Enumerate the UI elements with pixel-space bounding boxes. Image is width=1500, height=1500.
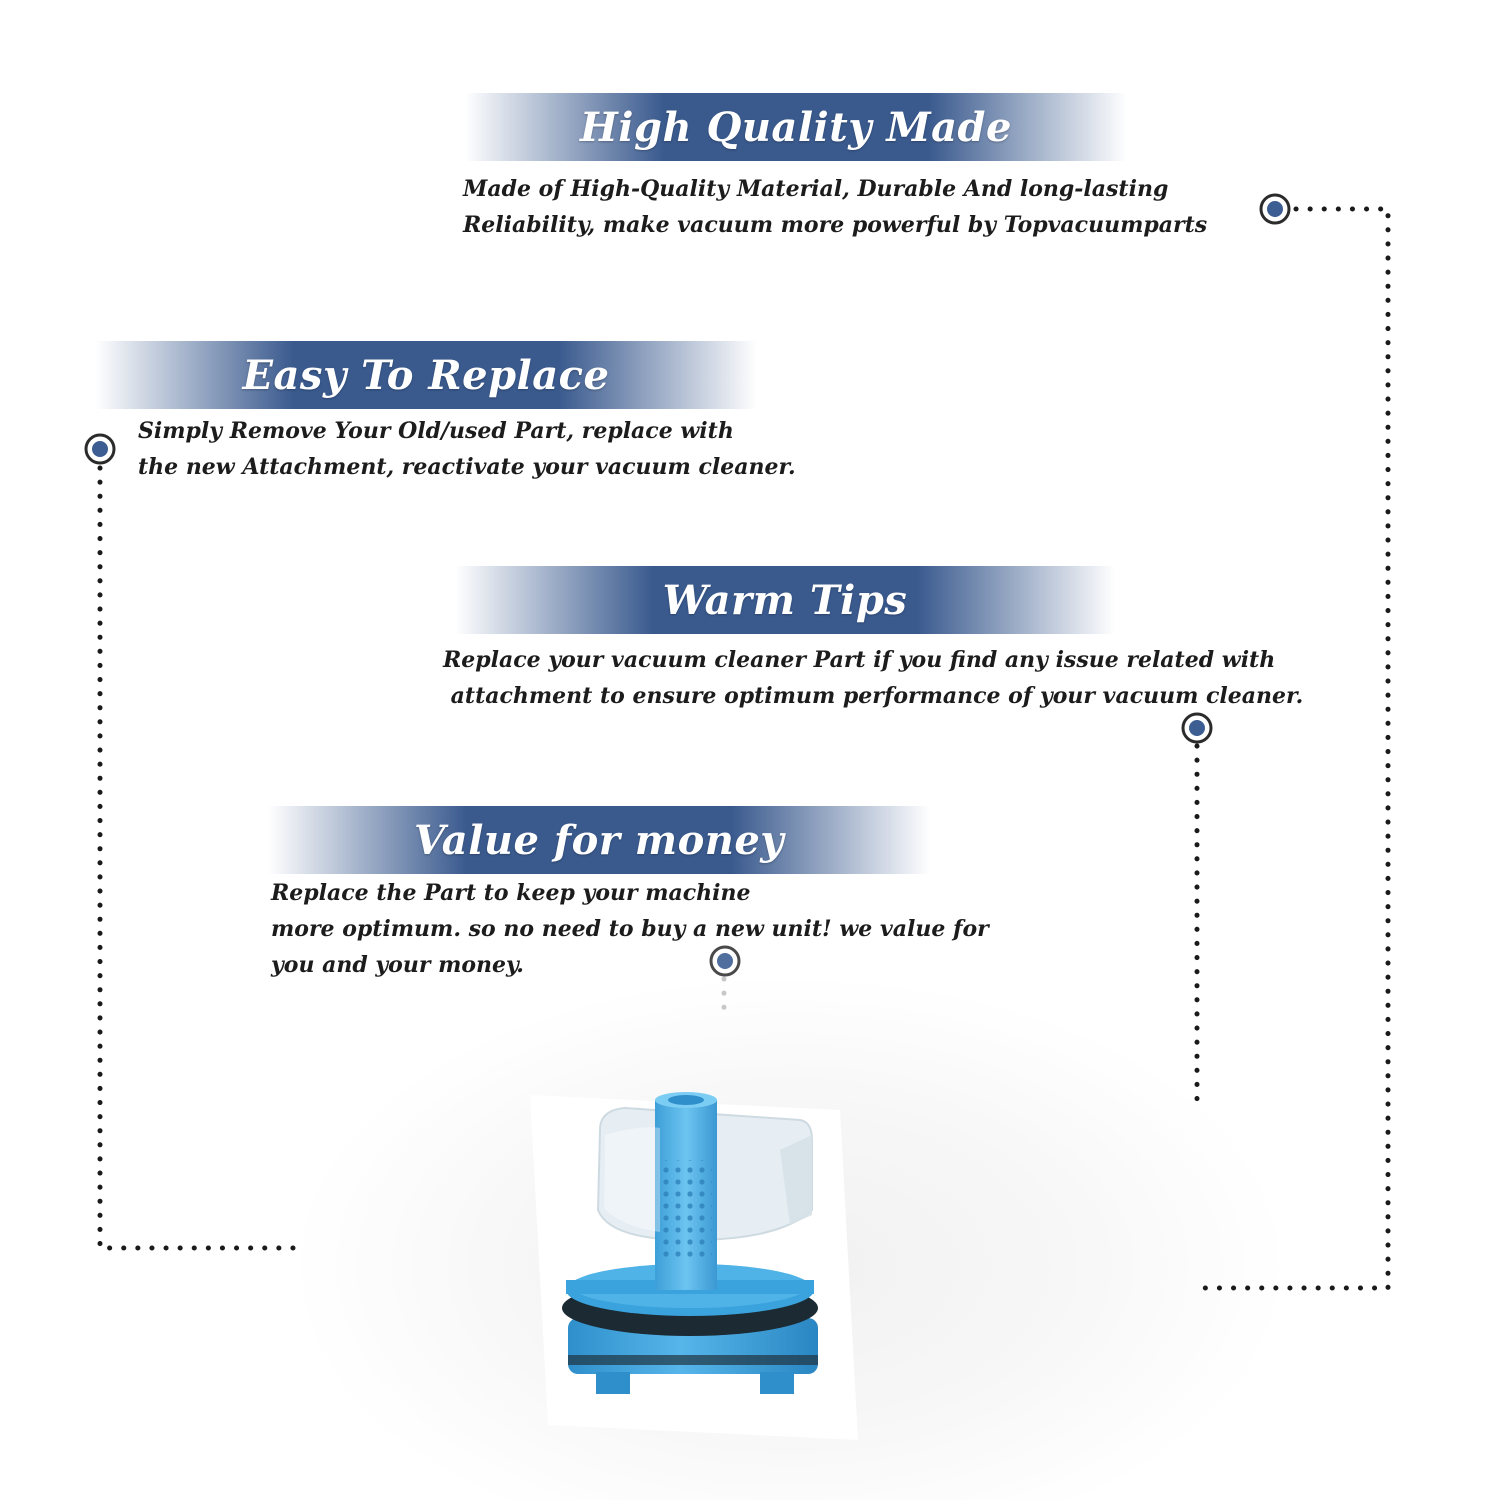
bullet-icon — [84, 433, 116, 465]
description-line: Made of High-Quality Material, Durable A… — [463, 176, 1169, 202]
description-line: you and your money. — [271, 952, 524, 978]
description-line: Replace the Part to keep your machine — [271, 880, 751, 906]
banner-title-value-money: Value for money — [413, 816, 785, 864]
banner-easy-replace: Easy To Replace — [95, 341, 757, 409]
banner-title-warm-tips: Warm Tips — [662, 576, 908, 624]
banner-value-money: Value for money — [268, 806, 930, 874]
description-line: Simply Remove Your Old/used Part, replac… — [138, 418, 734, 444]
description-warm-tips: Replace your vacuum cleaner Part if you … — [443, 642, 1303, 714]
description-high-quality: Made of High-Quality Material, Durable A… — [463, 171, 1207, 243]
description-value-money: Replace the Part to keep your machine mo… — [271, 875, 989, 983]
description-line: more optimum. so no need to buy a new un… — [271, 916, 989, 942]
bullet-icon — [1181, 712, 1213, 744]
description-easy-replace: Simply Remove Your Old/used Part, replac… — [138, 413, 796, 485]
description-line: attachment to ensure optimum performance… — [443, 683, 1304, 709]
banner-warm-tips: Warm Tips — [455, 566, 1115, 634]
description-line: Reliability, make vacuum more powerful b… — [463, 212, 1208, 238]
banner-title-high-quality: High Quality Made — [580, 103, 1012, 151]
banner-title-easy-replace: Easy To Replace — [242, 351, 610, 399]
description-line: the new Attachment, reactivate your vacu… — [138, 454, 796, 480]
description-line: Replace your vacuum cleaner Part if you … — [443, 647, 1276, 673]
banner-high-quality: High Quality Made — [465, 93, 1127, 161]
bullet-icon — [1259, 193, 1291, 225]
bullet-icon — [709, 945, 741, 977]
